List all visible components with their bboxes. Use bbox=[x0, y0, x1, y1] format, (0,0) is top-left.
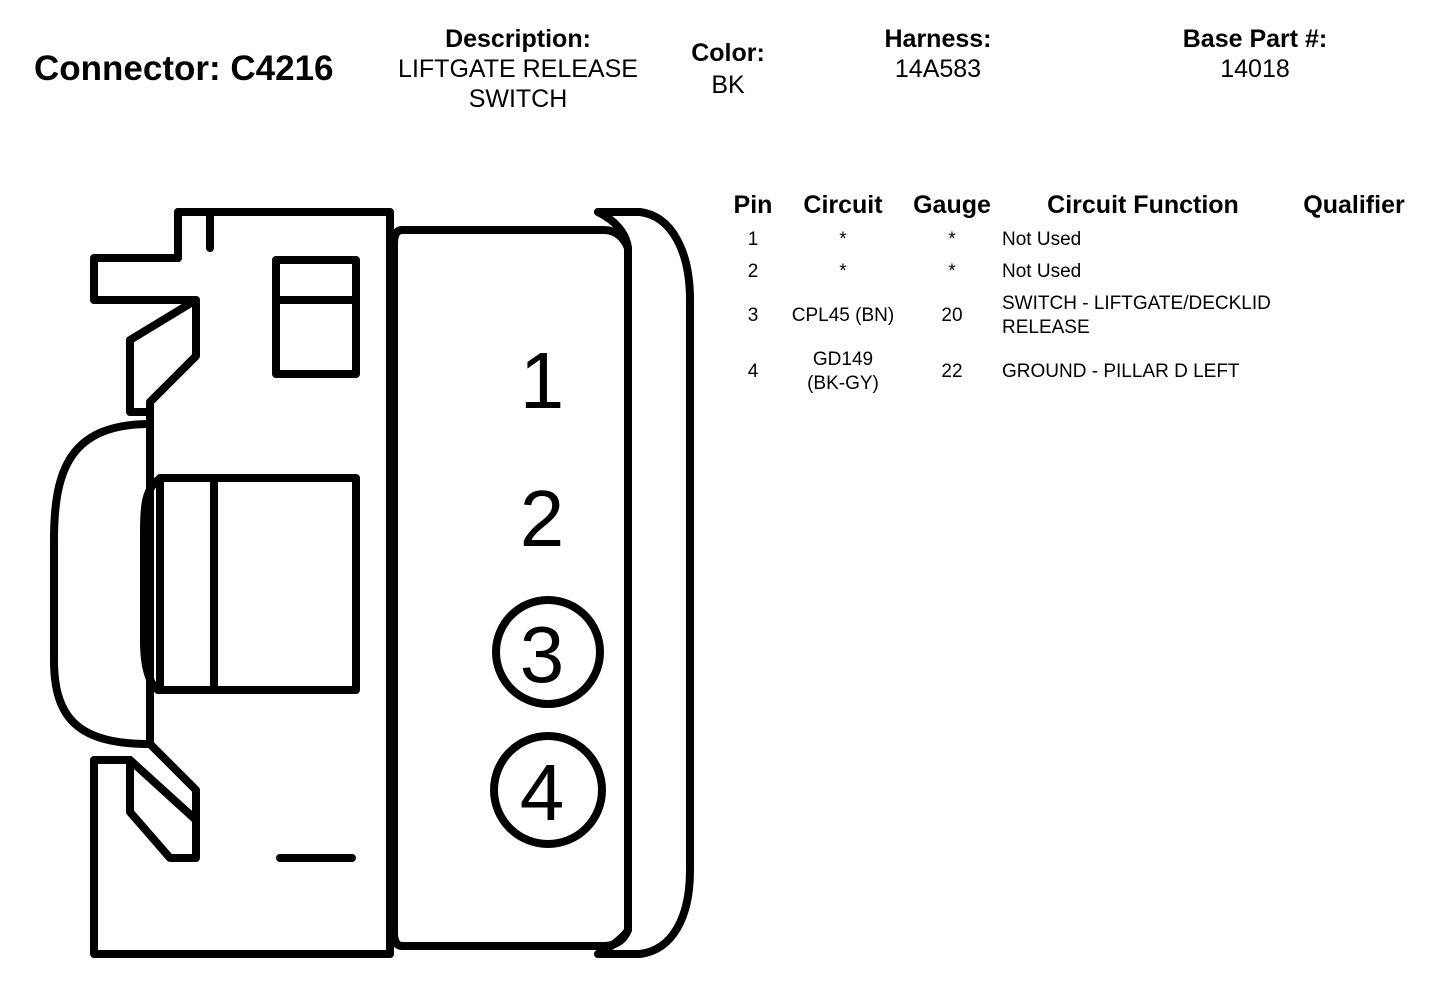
cell-qualifier bbox=[1284, 224, 1424, 256]
upper-wedge bbox=[126, 296, 200, 416]
cell-function: Not Used bbox=[1002, 229, 1082, 250]
cell-circuit: * bbox=[839, 261, 847, 282]
table-row: 1 * * Not Used bbox=[722, 224, 1424, 256]
base-part-label: Base Part #: bbox=[1182, 25, 1328, 53]
description-value: LIFTGATE RELEASE SWITCH bbox=[398, 55, 638, 113]
cell-function: SWITCH - LIFTGATE/DECKLID RELEASE bbox=[1002, 293, 1271, 338]
connector-face-diagram: 1 2 3 4 bbox=[50, 208, 694, 958]
cell-gauge: * bbox=[948, 261, 956, 282]
pin-4-circle bbox=[490, 732, 606, 848]
right-cap bbox=[594, 208, 694, 958]
small-window bbox=[272, 256, 360, 378]
main-body-outline bbox=[390, 226, 632, 950]
lower-wedge bbox=[126, 756, 200, 824]
color-value: BK bbox=[711, 71, 745, 99]
pin-label-2: 2 bbox=[520, 474, 565, 563]
latch-body-outline bbox=[90, 208, 394, 958]
latch-top-step bbox=[174, 208, 214, 262]
cell-gauge: 22 bbox=[941, 361, 963, 382]
base-part-block: Base Part #: 14018 bbox=[1140, 24, 1370, 84]
cell-circuit: * bbox=[839, 229, 847, 250]
table-row: 3 CPL45 (BN) 20 SWITCH - LIFTGATE/DECKLI… bbox=[722, 288, 1424, 344]
cell-qualifier bbox=[1284, 288, 1424, 344]
header-pin: Pin bbox=[733, 191, 773, 219]
large-window bbox=[156, 474, 360, 694]
left-bump bbox=[50, 420, 154, 748]
pin-table: Pin Circuit Gauge Circuit Function Quali… bbox=[722, 186, 1424, 400]
cell-pin: 4 bbox=[747, 361, 759, 382]
table-row: 2 * * Not Used bbox=[722, 256, 1424, 288]
cell-pin: 1 bbox=[747, 229, 759, 250]
cell-pin: 2 bbox=[747, 261, 759, 282]
base-part-value: 14018 bbox=[1220, 55, 1290, 83]
cell-qualifier bbox=[1284, 256, 1424, 288]
pin-label-3: 3 bbox=[520, 610, 565, 699]
cell-function: GROUND - PILLAR D LEFT bbox=[1002, 361, 1240, 382]
description-label: Description: bbox=[445, 25, 591, 53]
harness-value: 14A583 bbox=[894, 55, 982, 83]
cell-circuit: CPL45 (BN) bbox=[791, 305, 895, 326]
inner-bracket bbox=[140, 476, 162, 694]
table-row: 4 GD149 (BK-GY) 22 GROUND - PILLAR D LEF… bbox=[722, 344, 1424, 400]
connector-title: Connector: C4216 bbox=[34, 49, 334, 88]
table-header-row: Pin Circuit Gauge Circuit Function Quali… bbox=[722, 186, 1424, 224]
header-circuit: Circuit bbox=[803, 191, 883, 219]
color-label: Color: bbox=[691, 39, 765, 67]
pin-3-circle bbox=[492, 596, 604, 708]
cell-gauge: 20 bbox=[941, 305, 963, 326]
cell-function: Not Used bbox=[1002, 261, 1082, 282]
header-gauge: Gauge bbox=[913, 191, 991, 219]
pin-label-1: 1 bbox=[520, 336, 565, 425]
cell-qualifier bbox=[1284, 344, 1424, 400]
harness-block: Harness: 14A583 bbox=[840, 24, 1036, 84]
description-block: Description: LIFTGATE RELEASE SWITCH bbox=[372, 24, 664, 114]
cell-circuit: GD149 (BK-GY) bbox=[807, 349, 879, 394]
cell-gauge: * bbox=[948, 229, 956, 250]
color-block: Color: BK bbox=[668, 38, 788, 100]
header-circuit-function: Circuit Function bbox=[1047, 191, 1239, 219]
harness-label: Harness: bbox=[884, 25, 992, 53]
cell-pin: 3 bbox=[747, 305, 759, 326]
header-qualifier: Qualifier bbox=[1303, 191, 1405, 219]
pin-label-4: 4 bbox=[520, 748, 565, 837]
